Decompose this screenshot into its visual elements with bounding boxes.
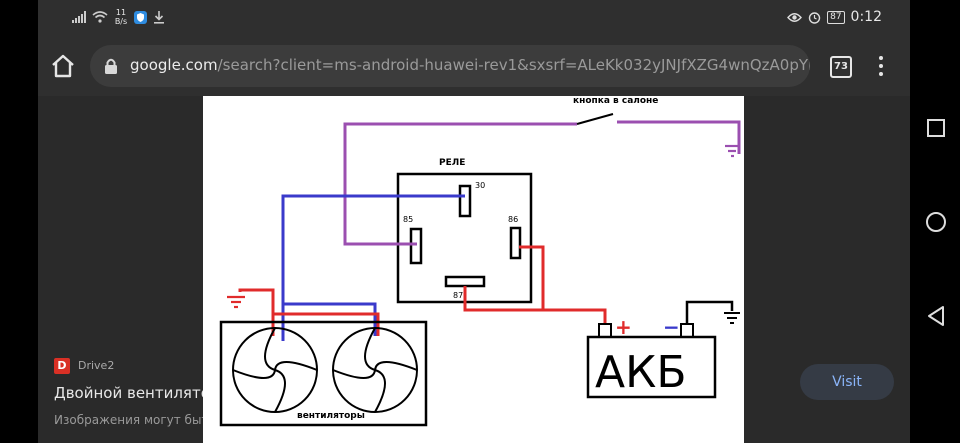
back-icon[interactable] bbox=[926, 305, 946, 327]
ground-symbol-switch bbox=[725, 144, 739, 158]
result-title[interactable]: Двойной вентилятор bbox=[54, 384, 220, 402]
fan-housing bbox=[219, 320, 428, 427]
network-speed: 11 B/s bbox=[114, 8, 128, 26]
status-left: 11 B/s bbox=[72, 8, 165, 26]
battery-terminal-minus bbox=[680, 323, 694, 338]
wiring-diagram: РЕЛЕ кнопка в салоне 30 85 86 87 вентиля… bbox=[219, 96, 741, 427]
home-nav-icon[interactable] bbox=[926, 212, 946, 232]
tab-switcher-button[interactable]: 73 bbox=[830, 56, 852, 78]
visit-button[interactable]: Visit bbox=[800, 364, 894, 400]
signal-icon bbox=[72, 11, 86, 23]
url-host: google.com bbox=[130, 56, 218, 74]
phone-screen: 11 B/s 87 0:12 bbox=[38, 0, 910, 443]
url-text: google.com/search?client=ms-android-huaw… bbox=[130, 56, 810, 74]
network-speed-unit: B/s bbox=[114, 17, 128, 26]
wiring-diagram-image[interactable]: РЕЛЕ кнопка в салоне 30 85 86 87 вентиля… bbox=[203, 96, 744, 443]
home-icon[interactable] bbox=[50, 53, 76, 79]
relay-pin-87 bbox=[444, 275, 486, 288]
switch-label: кнопка в салоне bbox=[573, 96, 658, 106]
clock: 0:12 bbox=[850, 9, 882, 25]
purple-wire bbox=[343, 120, 741, 246]
status-bar: 11 B/s 87 0:12 bbox=[38, 0, 910, 36]
relay-pin-86 bbox=[509, 226, 522, 260]
more-menu-icon[interactable] bbox=[878, 56, 884, 78]
ground-symbol-battery bbox=[724, 312, 740, 324]
device-bezel bbox=[0, 0, 38, 443]
relay-pin-30 bbox=[458, 184, 472, 218]
minus-sign: − bbox=[663, 315, 680, 339]
plus-sign: + bbox=[615, 315, 632, 339]
favicon: D bbox=[54, 358, 70, 374]
fan-right bbox=[332, 327, 418, 413]
relay-pin-85 bbox=[409, 227, 423, 265]
fans-label: вентиляторы bbox=[297, 411, 365, 421]
url-path: /search?client=ms-android-huawei-rev1&sx… bbox=[217, 56, 810, 74]
red-wire-battery bbox=[543, 308, 607, 324]
pin-85-label: 85 bbox=[403, 215, 413, 224]
switch-contact bbox=[576, 113, 614, 125]
lock-icon bbox=[105, 58, 117, 74]
wifi-icon bbox=[92, 11, 108, 23]
battery-terminal-plus bbox=[598, 323, 612, 338]
shield-icon bbox=[134, 10, 147, 24]
black-wire-ground bbox=[685, 300, 734, 324]
browser-toolbar: google.com/search?client=ms-android-huaw… bbox=[38, 36, 910, 96]
battery-box bbox=[586, 335, 717, 399]
search-results-page: D Drive2 Двойной вентилятор Изображения … bbox=[38, 96, 910, 443]
battery-indicator: 87 bbox=[827, 10, 845, 24]
eye-icon bbox=[787, 12, 803, 22]
result-source: Drive2 bbox=[78, 359, 115, 372]
red-wire-fans bbox=[238, 288, 380, 336]
recents-icon[interactable] bbox=[927, 119, 945, 137]
alarm-icon bbox=[808, 11, 821, 24]
result-note: Изображения могут быть bbox=[54, 413, 216, 427]
address-bar[interactable]: google.com/search?client=ms-android-huaw… bbox=[90, 45, 810, 87]
download-icon bbox=[154, 10, 164, 24]
network-speed-value: 11 bbox=[115, 8, 127, 17]
relay-label: РЕЛЕ bbox=[439, 158, 465, 168]
pin-86-label: 86 bbox=[508, 215, 518, 224]
blue-wire bbox=[281, 194, 465, 341]
status-right: 87 0:12 bbox=[787, 9, 882, 25]
ground-symbol-fans bbox=[227, 295, 245, 309]
fan-left bbox=[232, 327, 318, 413]
battery-label: АКБ bbox=[595, 347, 687, 398]
pin-87-label: 87 bbox=[453, 291, 463, 300]
pin-30-label: 30 bbox=[475, 181, 485, 190]
android-nav-bar bbox=[910, 0, 960, 443]
